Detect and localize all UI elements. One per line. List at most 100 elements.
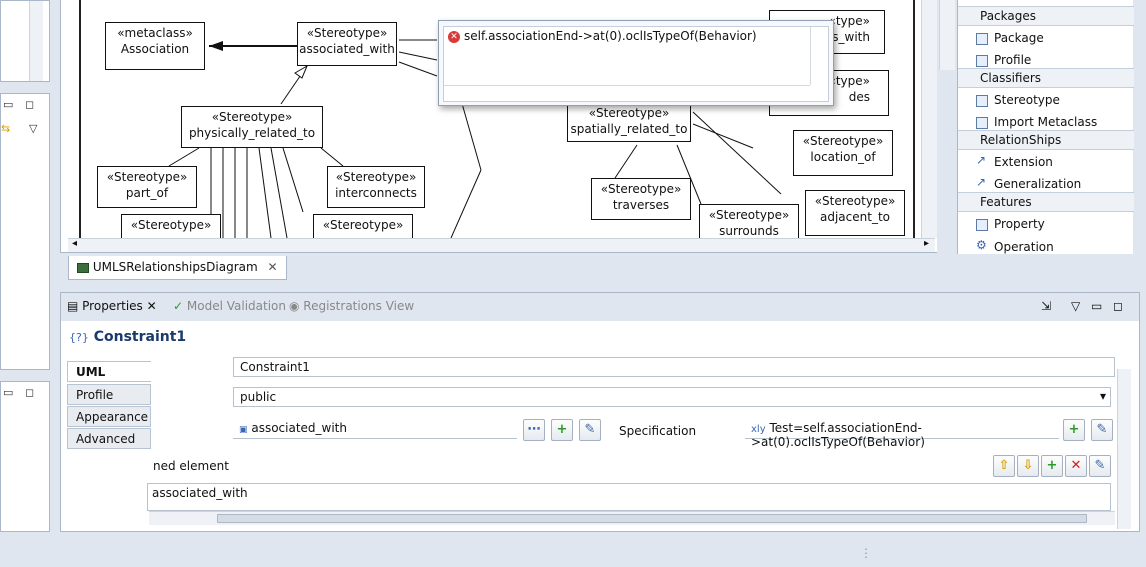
tab-model-validation[interactable]: ✓ Model Validation xyxy=(173,299,286,313)
minimize-icon[interactable]: ▭ xyxy=(3,386,14,399)
palette-item-stereotype[interactable]: Stereotype xyxy=(994,93,1060,107)
name-field[interactable]: Constraint1 xyxy=(233,357,1115,377)
left-view-bottom: ▭ ◻ xyxy=(0,381,50,532)
palette-section-features[interactable]: Features xyxy=(958,192,1134,212)
package-icon xyxy=(976,33,988,45)
properties-vertical-scrollbar[interactable] xyxy=(1117,369,1131,529)
view-menu-icon[interactable]: ▽ xyxy=(1071,299,1081,313)
palette-item-generalization[interactable]: Generalization xyxy=(994,177,1082,191)
add-element-button[interactable]: + xyxy=(1041,455,1063,477)
list-item[interactable]: associated_with xyxy=(152,486,248,500)
error-message: self.associationEnd->at(0).oclIsTypeOf(B… xyxy=(464,29,757,43)
box-metaclass-association[interactable]: «metaclass»Association xyxy=(105,22,205,70)
palette-item-operation[interactable]: Operation xyxy=(994,240,1054,254)
box-traverses[interactable]: «Stereotype»traverses xyxy=(591,178,691,220)
maximize-icon[interactable]: ◻ xyxy=(1113,299,1123,313)
context-field[interactable]: ▣ associated_with xyxy=(233,419,517,439)
side-tab-profile[interactable]: Profile xyxy=(67,384,151,405)
chevron-down-icon[interactable]: ▾ xyxy=(1099,389,1106,403)
palette-section-relationships[interactable]: RelationShips xyxy=(958,130,1134,150)
move-down-button[interactable]: ⇩ xyxy=(1017,455,1039,477)
extension-icon: ↗ xyxy=(976,153,987,167)
pin-icon[interactable]: ⇲ xyxy=(1041,299,1052,313)
box-surrounds[interactable]: «Stereotype»surrounds xyxy=(699,204,799,240)
add-specification-button[interactable]: + xyxy=(1063,419,1085,441)
editor-tab-bar: UMLSRelationshipsDiagram ✕ xyxy=(60,252,937,282)
diagram-vertical-scrollbar[interactable] xyxy=(921,0,937,238)
left-view-middle: ▭ ◻ ⇆ ▽ xyxy=(0,93,50,370)
tab-umls-relationships-diagram[interactable]: UMLSRelationshipsDiagram ✕ xyxy=(68,256,287,280)
left-view-top xyxy=(0,0,50,82)
page-title: {?} Constraint1 xyxy=(69,329,187,345)
tooltip-horizontal-scrollbar[interactable] xyxy=(444,85,810,101)
box-physically-related-to[interactable]: «Stereotype»physically_related_to xyxy=(181,106,323,148)
generalization-icon: ↗ xyxy=(976,175,987,189)
constrained-element-list[interactable]: associated_with xyxy=(147,483,1111,511)
maximize-icon[interactable]: ◻ xyxy=(25,386,35,399)
vertical-scrollbar[interactable] xyxy=(29,1,43,81)
box-associated-with[interactable]: «Stereotype»associated_with xyxy=(297,22,397,66)
operation-icon: ⚙ xyxy=(976,238,987,252)
palette-scrollbar[interactable] xyxy=(939,0,955,70)
move-up-button[interactable]: ⇧ xyxy=(993,455,1015,477)
palette-item-import-metaclass[interactable]: Import Metaclass xyxy=(994,115,1098,129)
minimize-icon[interactable]: ▭ xyxy=(3,98,14,111)
side-tab-advanced[interactable]: Advanced xyxy=(67,428,151,449)
property-icon xyxy=(976,219,988,231)
palette-item-extension[interactable]: Extension xyxy=(994,155,1053,169)
edit-element-button[interactable]: ✎ xyxy=(1089,455,1111,477)
minimize-icon[interactable]: ▭ xyxy=(1091,299,1103,313)
visibility-select[interactable]: public▾ xyxy=(233,387,1111,407)
diagram-file-icon xyxy=(77,262,89,273)
edit-button[interactable]: ✎ xyxy=(579,419,601,441)
remove-element-button[interactable]: ✕ xyxy=(1065,455,1087,477)
box-stereotype-partial-1[interactable]: «Stereotype» xyxy=(121,214,221,240)
side-tab-appearance[interactable]: Appearance xyxy=(67,406,151,427)
constraint-icon: {?} xyxy=(69,331,89,344)
palette-item-package[interactable]: Package xyxy=(994,31,1044,45)
tab-registrations-view[interactable]: ◉ Registrations View xyxy=(289,299,415,313)
box-interconnects[interactable]: «Stereotype»interconnects xyxy=(327,166,425,208)
tooltip-content: ✕ self.associationEnd->at(0).oclIsTypeOf… xyxy=(443,26,829,102)
status-separator: ⋮ xyxy=(860,546,872,560)
stereotype-icon xyxy=(976,95,988,107)
properties-tab-bar: ▤ Properties ✕ ✓ Model Validation ◉ Regi… xyxy=(61,293,1139,321)
error-icon: ✕ xyxy=(448,31,460,43)
box-location-of[interactable]: «Stereotype»location_of xyxy=(793,130,893,176)
profile-icon xyxy=(976,55,988,67)
close-icon[interactable]: ✕ xyxy=(146,299,157,313)
view-menu-icon[interactable]: ▽ xyxy=(29,122,38,135)
diagram-canvas[interactable]: «metaclass»Association «Stereotype»assoc… xyxy=(79,0,915,240)
palette: Packages Package Profile Classifiers Ste… xyxy=(957,0,1134,254)
status-bar: ⋮ xyxy=(0,540,1146,567)
close-icon[interactable]: ✕ xyxy=(267,260,278,274)
box-stereotype-partial-2[interactable]: «Stereotype» xyxy=(313,214,413,240)
sync-icon[interactable]: ⇆ xyxy=(1,122,11,135)
import-metaclass-icon xyxy=(976,117,988,129)
scroll-left-icon[interactable]: ◂ xyxy=(72,238,78,249)
scrollbar-thumb[interactable] xyxy=(217,514,1087,523)
box-part-of[interactable]: «Stereotype»part_of xyxy=(97,166,197,208)
properties-horizontal-scrollbar[interactable] xyxy=(149,511,1115,525)
properties-view: ▤ Properties ✕ ✓ Model Validation ◉ Regi… xyxy=(60,292,1140,532)
browse-button[interactable]: ⋯ xyxy=(523,419,545,441)
side-tab-uml[interactable]: UML xyxy=(67,361,151,382)
box-adjacent-to[interactable]: «Stereotype»adjacent_to xyxy=(805,190,905,236)
tooltip-scrollbar[interactable] xyxy=(810,27,828,85)
palette-item-property[interactable]: Property xyxy=(994,217,1045,231)
specification-field[interactable]: xly Test=self.associationEnd->at(0).oclI… xyxy=(745,419,1059,449)
scroll-right-icon[interactable]: ▸ xyxy=(924,238,930,249)
edit-specification-button[interactable]: ✎ xyxy=(1091,419,1113,441)
box-spatially-related-to[interactable]: «Stereotype»spatially_related_to xyxy=(567,102,691,142)
error-tooltip[interactable]: ✕ self.associationEnd->at(0).oclIsTypeOf… xyxy=(438,20,834,106)
palette-item-profile[interactable]: Profile xyxy=(994,53,1032,67)
add-button[interactable]: + xyxy=(551,419,573,441)
stereotype-icon: ▣ xyxy=(239,425,248,435)
palette-section-classifiers[interactable]: Classifiers xyxy=(958,68,1134,88)
specification-label: Specification xyxy=(619,424,697,438)
tab-properties[interactable]: ▤ Properties ✕ xyxy=(67,299,157,313)
maximize-icon[interactable]: ◻ xyxy=(25,98,35,111)
diagram-horizontal-scrollbar[interactable]: ◂ ▸ xyxy=(68,238,935,252)
connector-lines xyxy=(168,39,782,238)
palette-section-packages[interactable]: Packages xyxy=(958,6,1134,26)
